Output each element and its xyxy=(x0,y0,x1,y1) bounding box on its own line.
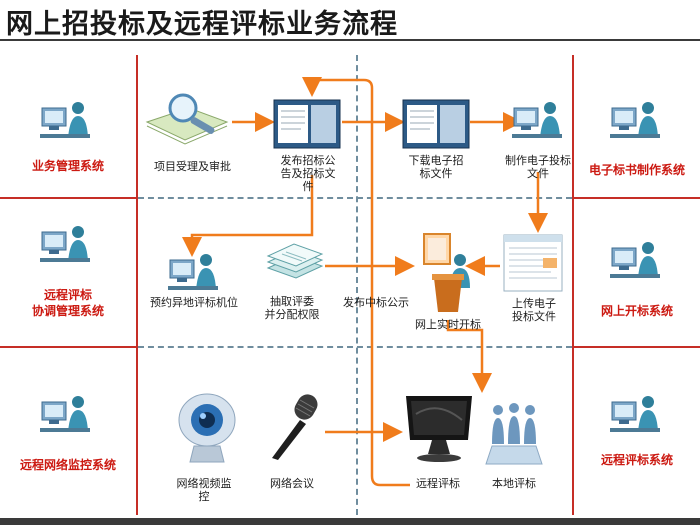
person-at-computer-icon xyxy=(40,226,90,262)
node-upload-bid: 上传电子 投标文件 xyxy=(512,297,556,323)
document-thumbnail-icon xyxy=(503,234,563,292)
node-download-tender: 下载电子招 标文件 xyxy=(408,154,464,180)
right-system-label-1: 电子标书制作系统 xyxy=(588,163,685,177)
magnifier-on-book-icon xyxy=(145,93,229,145)
stacked-forms-icon xyxy=(266,243,324,279)
left-system-label-1: 业务管理系统 xyxy=(31,159,104,173)
node-online-opening: 网上实时开标 xyxy=(415,318,481,331)
center-row-divider-2 xyxy=(138,346,572,348)
left-column-separator xyxy=(136,55,138,515)
right-system-label-3: 远程评标系统 xyxy=(600,453,673,467)
right-row-separator-2 xyxy=(574,346,700,348)
webcam-icon xyxy=(178,393,236,463)
person-at-computer-icon xyxy=(610,396,660,432)
node-publish-tender: 发布招标公 告及招标文 件 xyxy=(280,154,336,193)
left-system-label-2: 远程评标 协调管理系统 xyxy=(31,288,104,318)
right-column-separator xyxy=(572,55,574,515)
arrow-eval-loop-to-publish xyxy=(302,77,410,487)
page-title: 网上招投标及远程评标业务流程 xyxy=(6,9,398,40)
right-row-separator-1 xyxy=(574,197,700,199)
center-column-divider xyxy=(356,55,358,515)
right-system-label-2: 网上开标系统 xyxy=(600,304,673,318)
node-remote-eval: 远程评标 xyxy=(416,477,460,490)
bottom-bar xyxy=(0,518,700,525)
node-draw-experts: 抽取评委 并分配权限 xyxy=(264,295,320,321)
document-window-icon xyxy=(402,99,470,149)
node-video-monitor: 网络视频监 控 xyxy=(176,477,232,503)
left-row-separator-1 xyxy=(0,197,136,199)
node-make-bid: 制作电子投标 文件 xyxy=(505,154,571,180)
title-underline xyxy=(0,39,700,41)
person-at-computer-icon xyxy=(610,242,660,278)
document-window-icon xyxy=(273,99,341,149)
left-system-label-3: 远程网络监控系统 xyxy=(19,458,116,472)
person-at-computer-icon xyxy=(512,102,562,138)
node-project-approval: 项目受理及审批 xyxy=(154,160,231,173)
person-at-computer-icon xyxy=(40,102,90,138)
node-net-meeting: 网络会议 xyxy=(270,477,314,490)
node-publish-result: 发布中标公示 xyxy=(343,296,409,309)
monitor-icon xyxy=(406,396,472,462)
node-reserve-seat: 预约异地评标机位 xyxy=(150,296,238,309)
node-local-eval: 本地评标 xyxy=(492,477,536,490)
person-at-computer-icon xyxy=(40,396,90,432)
left-row-separator-2 xyxy=(0,346,136,348)
microphone-icon xyxy=(272,394,318,460)
arrow-opening-down-to-eval xyxy=(446,320,492,393)
podium-speaker-icon xyxy=(423,233,470,312)
person-at-computer-icon xyxy=(610,102,660,138)
person-at-computer-icon xyxy=(168,254,218,290)
arrow-publish-to-reserve xyxy=(182,175,314,257)
center-row-divider-1 xyxy=(138,197,572,199)
meeting-group-icon xyxy=(485,403,543,465)
